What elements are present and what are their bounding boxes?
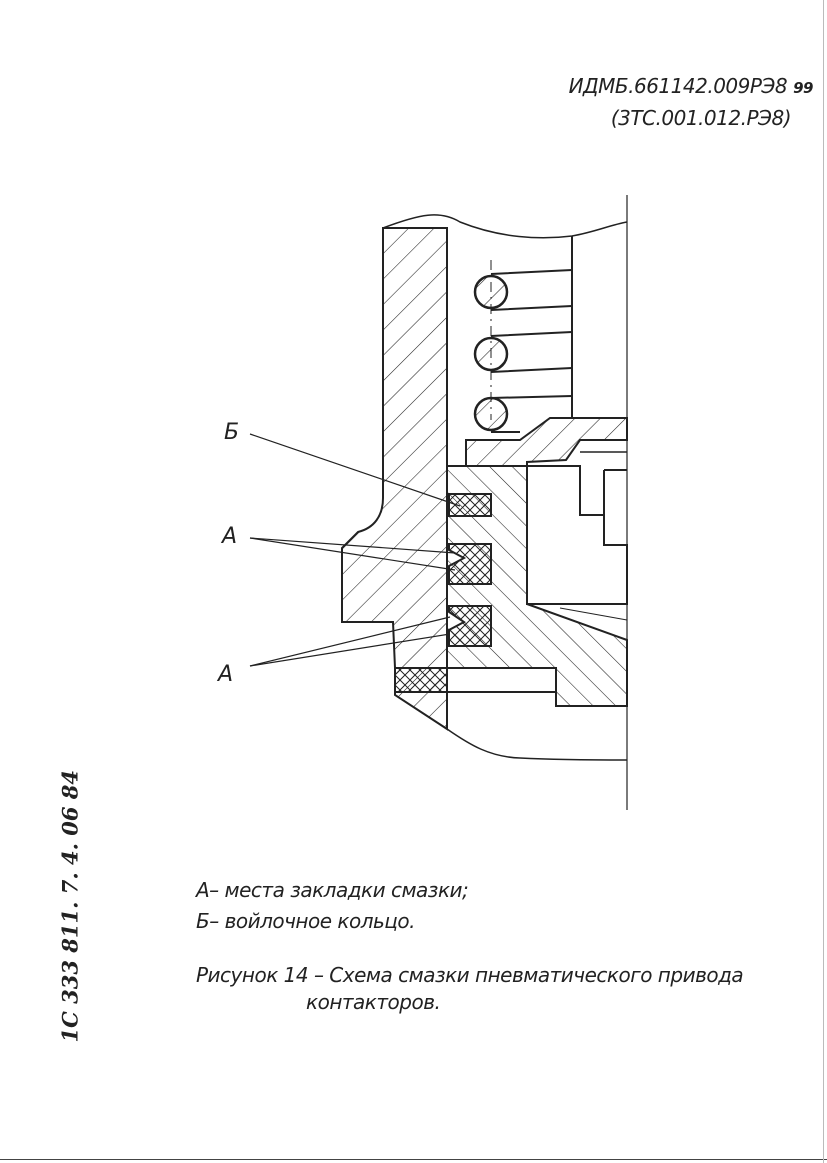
legend-item-b: Б– войлочное кольцо. [196, 909, 416, 933]
spring-coils [473, 269, 573, 433]
page-right-rule [823, 0, 824, 1163]
outer-housing [341, 227, 448, 731]
page-number: 99 [793, 79, 813, 97]
callout-label-b: Б [224, 420, 239, 445]
break-lines [382, 214, 628, 761]
document-number-text: ИДМБ.661142.009РЭ8 [568, 74, 788, 98]
callout-label-a-lower: А [218, 662, 233, 687]
alt-document-number: (3ТС.001.012.РЭ8) [610, 106, 792, 130]
felt-ring [448, 493, 492, 517]
document-number: ИДМБ.661142.009РЭ8 99 [568, 74, 814, 98]
callout-label-a-upper: А [222, 524, 237, 549]
bottom-seal [394, 667, 557, 693]
page-bottom-rule [0, 1159, 827, 1160]
leader-lines [249, 433, 461, 667]
figure-caption-continued: контакторов. [306, 990, 441, 1014]
handwritten-stamp: 1С 333 811. 7. 4. 06 84 [57, 770, 83, 1043]
legend-item-a: А– места закладки смазки; [196, 878, 469, 902]
grease-grooves [448, 543, 492, 647]
figure-caption: Рисунок 14 – Схема смазки пневматическог… [196, 963, 744, 987]
